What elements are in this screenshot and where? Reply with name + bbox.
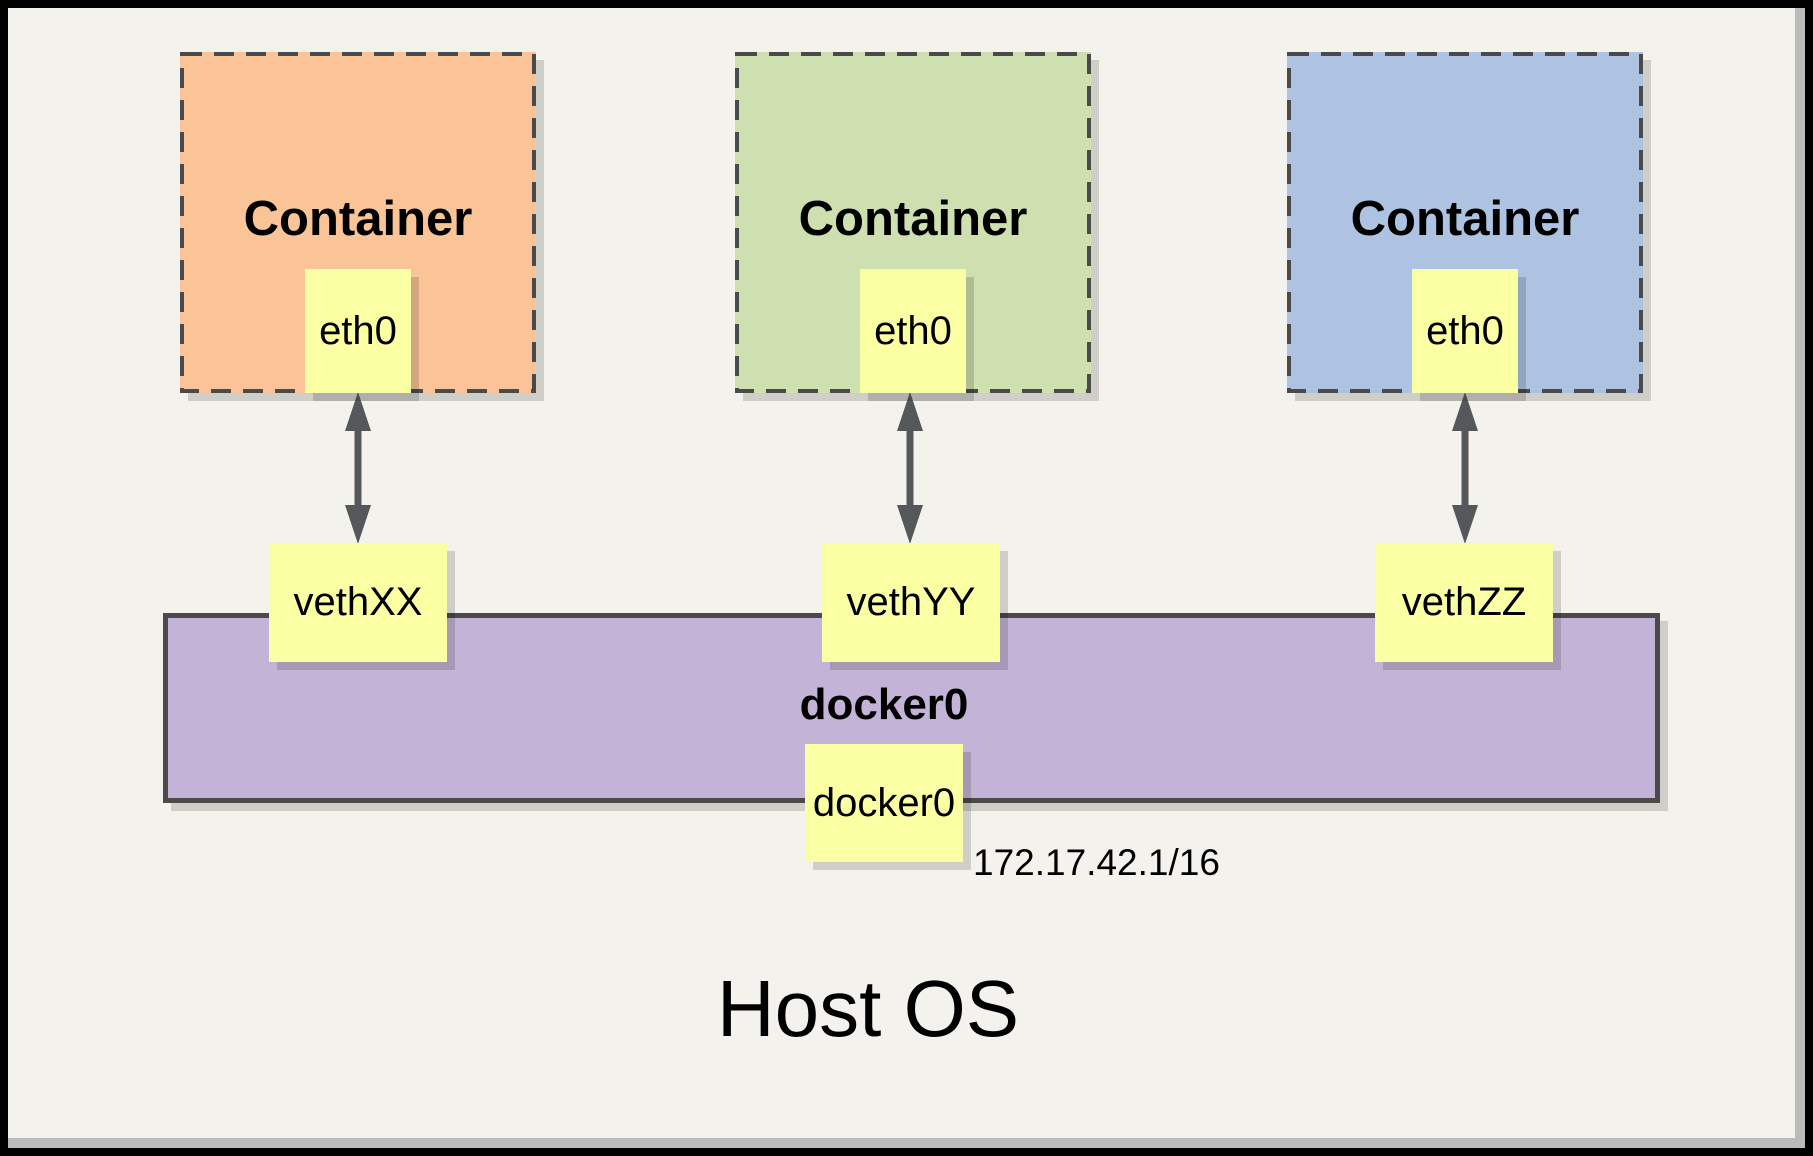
host-os-title: Host OS xyxy=(716,964,1020,1053)
eth0-label: eth0 xyxy=(874,308,952,353)
double-arrow-icon xyxy=(345,392,371,544)
veth-interface-box-2: vethYY xyxy=(822,543,1000,662)
eth0-interface-box-3: eth0 xyxy=(1412,269,1518,393)
container-box-2: Container eth0 xyxy=(735,52,1091,393)
veth-interface-box-3: vethZZ xyxy=(1375,543,1553,662)
veth-label: vethZZ xyxy=(1401,580,1527,624)
double-arrow-icon xyxy=(1452,392,1478,544)
veth-interface-box-1: vethXX xyxy=(269,543,447,662)
veth-label: vethXX xyxy=(293,580,423,624)
container-label: Container xyxy=(243,192,473,246)
container-box-1: Container eth0 xyxy=(180,52,536,393)
eth0-label: eth0 xyxy=(319,308,397,353)
docker0-label: docker0 xyxy=(812,780,956,825)
bridge-ip-label: 172.17.42.1/16 xyxy=(973,842,1220,883)
container-label: Container xyxy=(798,192,1028,246)
eth0-interface-box-1: eth0 xyxy=(305,269,411,393)
double-arrow-icon xyxy=(897,392,923,544)
eth0-label: eth0 xyxy=(1426,308,1504,353)
docker0-bridge-label: docker0 xyxy=(799,680,969,729)
eth0-interface-box-2: eth0 xyxy=(860,269,966,393)
veth-label: vethYY xyxy=(846,580,976,624)
container-label: Container xyxy=(1350,192,1580,246)
docker0-interface-box: docker0 xyxy=(805,744,963,862)
container-box-3: Container eth0 xyxy=(1287,52,1643,393)
